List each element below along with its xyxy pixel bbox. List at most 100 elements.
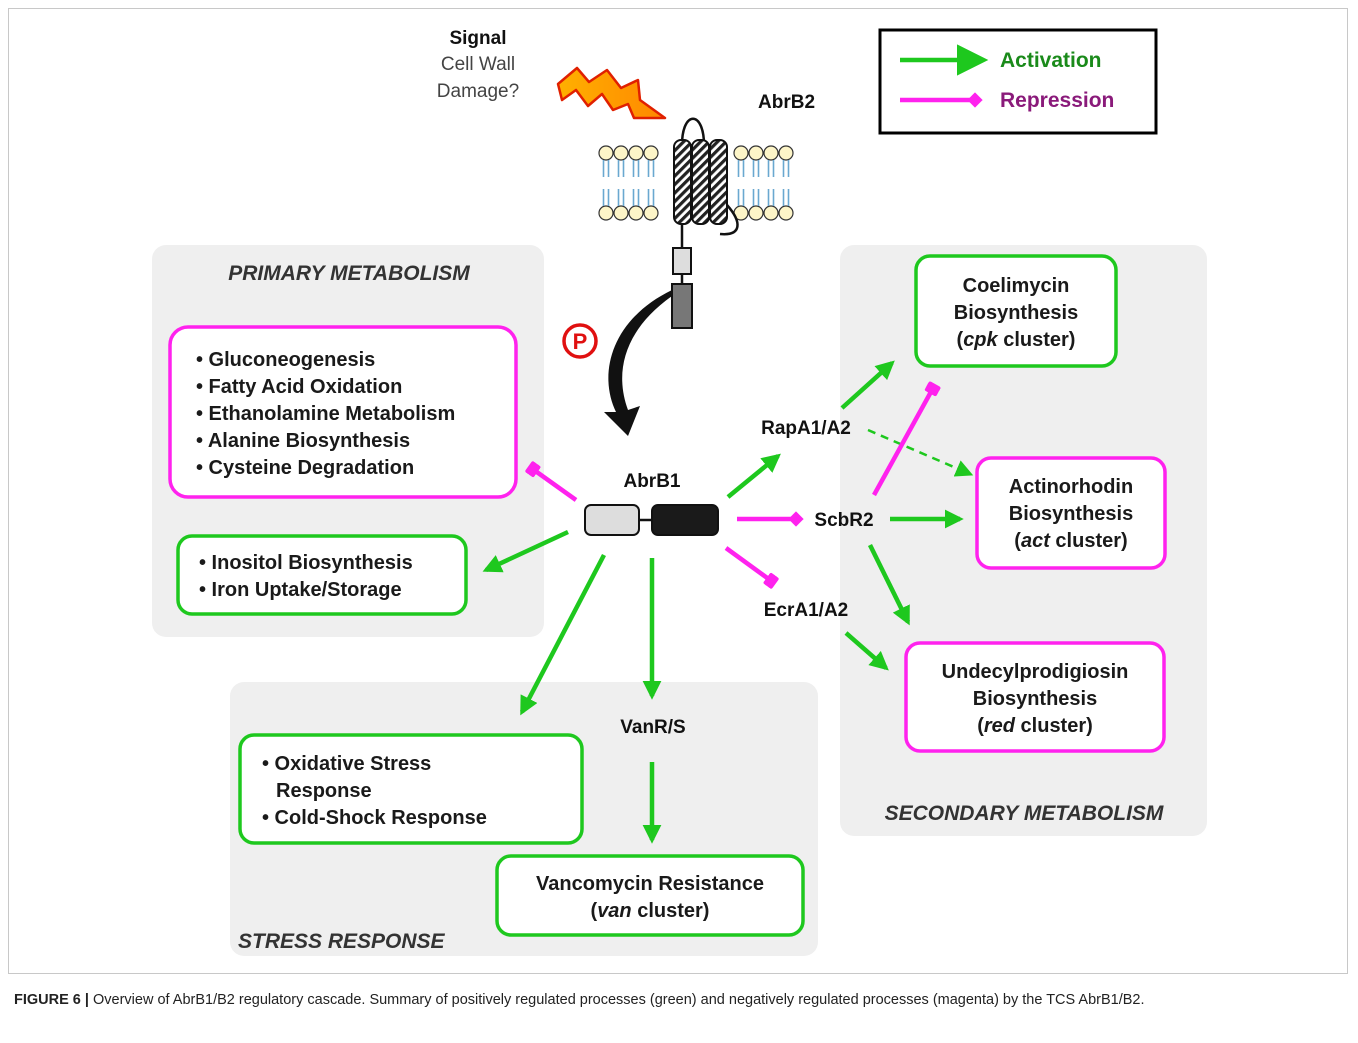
van-rest: cluster): [632, 900, 710, 922]
edge-abrb1-to-rapa: [726, 453, 781, 499]
lipid-head: [598, 145, 614, 161]
act-cluster-box: Actinorhodin Biosynthesis (act cluster): [975, 456, 1167, 570]
abrb2-hamp-domain: [672, 247, 692, 275]
activation-edges: [482, 360, 974, 844]
abrb2-kinase-domain: [671, 283, 693, 329]
act-box-border: [975, 456, 1167, 570]
repressed-item-1: • Gluconeogenesis: [196, 349, 375, 371]
red-italic: red: [984, 715, 1016, 737]
act-line3: (act cluster): [1014, 530, 1127, 552]
repressed-primary-box: [168, 325, 518, 499]
lipid-head: [778, 145, 794, 161]
signal-title: Signal: [449, 28, 506, 49]
cpk-line2: Biosynthesis: [954, 302, 1078, 324]
figure-frame: [8, 8, 1348, 974]
ecra-label: EcrA1/A2: [764, 600, 849, 621]
phospho-icon: [562, 323, 598, 359]
abrb2-helix-3: [709, 139, 728, 225]
activated-item-1: • Inositol Biosynthesis: [199, 552, 413, 574]
edge-rapa-to-cpk: [840, 360, 895, 410]
primary-metabolism-title: PRIMARY METABOLISM: [228, 262, 470, 285]
van-open: (: [591, 900, 598, 922]
lipid-head: [613, 145, 629, 161]
abrb1-label: AbrB1: [623, 471, 680, 492]
stress-item-2: • Cold-Shock Response: [262, 807, 487, 829]
legend-activation-label: Activation: [1000, 49, 1102, 72]
abrb2-intracellular-loop: [719, 204, 739, 236]
lipid-head: [628, 205, 644, 221]
abrb1-effector-domain: [651, 504, 719, 536]
lipid-head: [643, 145, 659, 161]
act-line2: Biosynthesis: [1009, 503, 1133, 525]
regulatory-cascade-diagram: PRIMARY METABOLISM SECONDARY METABOLISM …: [152, 28, 1207, 956]
caption-text: Overview of AbrB1/B2 regulatory cascade.…: [88, 992, 1145, 1008]
abrb1-receiver-domain: [584, 504, 640, 536]
phospho-label: P: [573, 329, 588, 354]
cpk-line1: Coelimycin: [963, 275, 1070, 297]
cell-membrane: [598, 145, 794, 221]
stress-item-1b: Response: [276, 780, 372, 802]
legend: Activation Repression: [878, 28, 1158, 135]
caption-label: FIGURE 6 |: [14, 992, 89, 1008]
red-line1: Undecylprodigiosin: [942, 661, 1129, 683]
red-rest: cluster): [1015, 715, 1093, 737]
lipid-head: [733, 145, 749, 161]
vancomycin-box: [495, 854, 805, 937]
lipid-head: [598, 205, 614, 221]
scbr-label: ScbR2: [814, 510, 873, 531]
lipid-head: [763, 205, 779, 221]
stress-item-1: • Oxidative Stress: [262, 753, 431, 775]
cpk-italic: cpk: [963, 329, 998, 351]
vancomycin-line1: Vancomycin Resistance: [536, 873, 764, 895]
abrb2-helix-2: [691, 139, 710, 225]
repressed-item-3: • Ethanolamine Metabolism: [196, 403, 455, 425]
repression-edges: [525, 381, 941, 589]
repressed-primary-list: • Gluconeogenesis • Fatty Acid Oxidation…: [196, 349, 455, 479]
lipid-head: [778, 205, 794, 221]
edge-abrb1-to-activated-primary: [482, 529, 569, 573]
red-open: (: [977, 715, 984, 737]
lipid-head: [763, 145, 779, 161]
act-line1: Actinorhodin: [1009, 476, 1133, 498]
act-rest: cluster): [1050, 530, 1128, 552]
signal-line1: Cell Wall: [441, 54, 515, 75]
edge-abrb1-to-ecra: [724, 546, 779, 589]
red-line2: Biosynthesis: [973, 688, 1097, 710]
act-italic: act: [1021, 530, 1051, 552]
repressed-item-2: • Fatty Acid Oxidation: [196, 376, 402, 398]
figure-caption: FIGURE 6 | Overview of AbrB1/B2 regulato…: [14, 990, 1344, 1010]
act-open: (: [1014, 530, 1021, 552]
lipid-head: [748, 145, 764, 161]
vancomycin-line2: (van cluster): [591, 900, 710, 922]
abrb1-response-regulator: [584, 504, 719, 536]
abrb2-helix-1: [673, 139, 692, 225]
activated-item-2: • Iron Uptake/Storage: [199, 579, 402, 601]
red-cluster-box: Undecylprodigiosin Biosynthesis (red clu…: [904, 641, 1166, 753]
secondary-metabolism-title: SECONDARY METABOLISM: [885, 802, 1164, 825]
cpk-open: (: [957, 329, 964, 351]
red-box-border: [904, 641, 1166, 753]
abrb2-sensor-kinase: [671, 117, 739, 329]
rapa-label: RapA1/A2: [761, 418, 851, 439]
repressed-item-5: • Cysteine Degradation: [196, 457, 414, 479]
edge-abrb1-to-repressed-primary: [525, 461, 578, 502]
signal-line2: Damage?: [437, 81, 519, 102]
cpk-rest: cluster): [998, 329, 1076, 351]
lipid-head: [613, 205, 629, 221]
lightning-bolt-icon: [556, 66, 667, 120]
edge-scbr-to-red: [867, 544, 911, 626]
cpk-cluster-box: Coelimycin Biosynthesis (cpk cluster): [914, 254, 1118, 368]
legend-repression-label: Repression: [1000, 89, 1114, 112]
lipid-head: [748, 205, 764, 221]
edge-ecra-to-red: [844, 631, 889, 671]
phosphotransfer-arrow: [604, 290, 672, 436]
edge-scbr-to-cpk: [872, 381, 941, 497]
abrb2-label: AbrB2: [758, 92, 815, 113]
edge-abrb1-to-stress: [520, 553, 606, 716]
abrb2-extracellular-loop: [680, 117, 706, 146]
legend-box: [878, 28, 1158, 135]
van-italic: van: [597, 900, 631, 922]
oxidative-stress-box: [238, 733, 584, 845]
edge-rapa-to-act-dashed: [867, 428, 974, 477]
cpk-line3: (cpk cluster): [957, 329, 1076, 351]
